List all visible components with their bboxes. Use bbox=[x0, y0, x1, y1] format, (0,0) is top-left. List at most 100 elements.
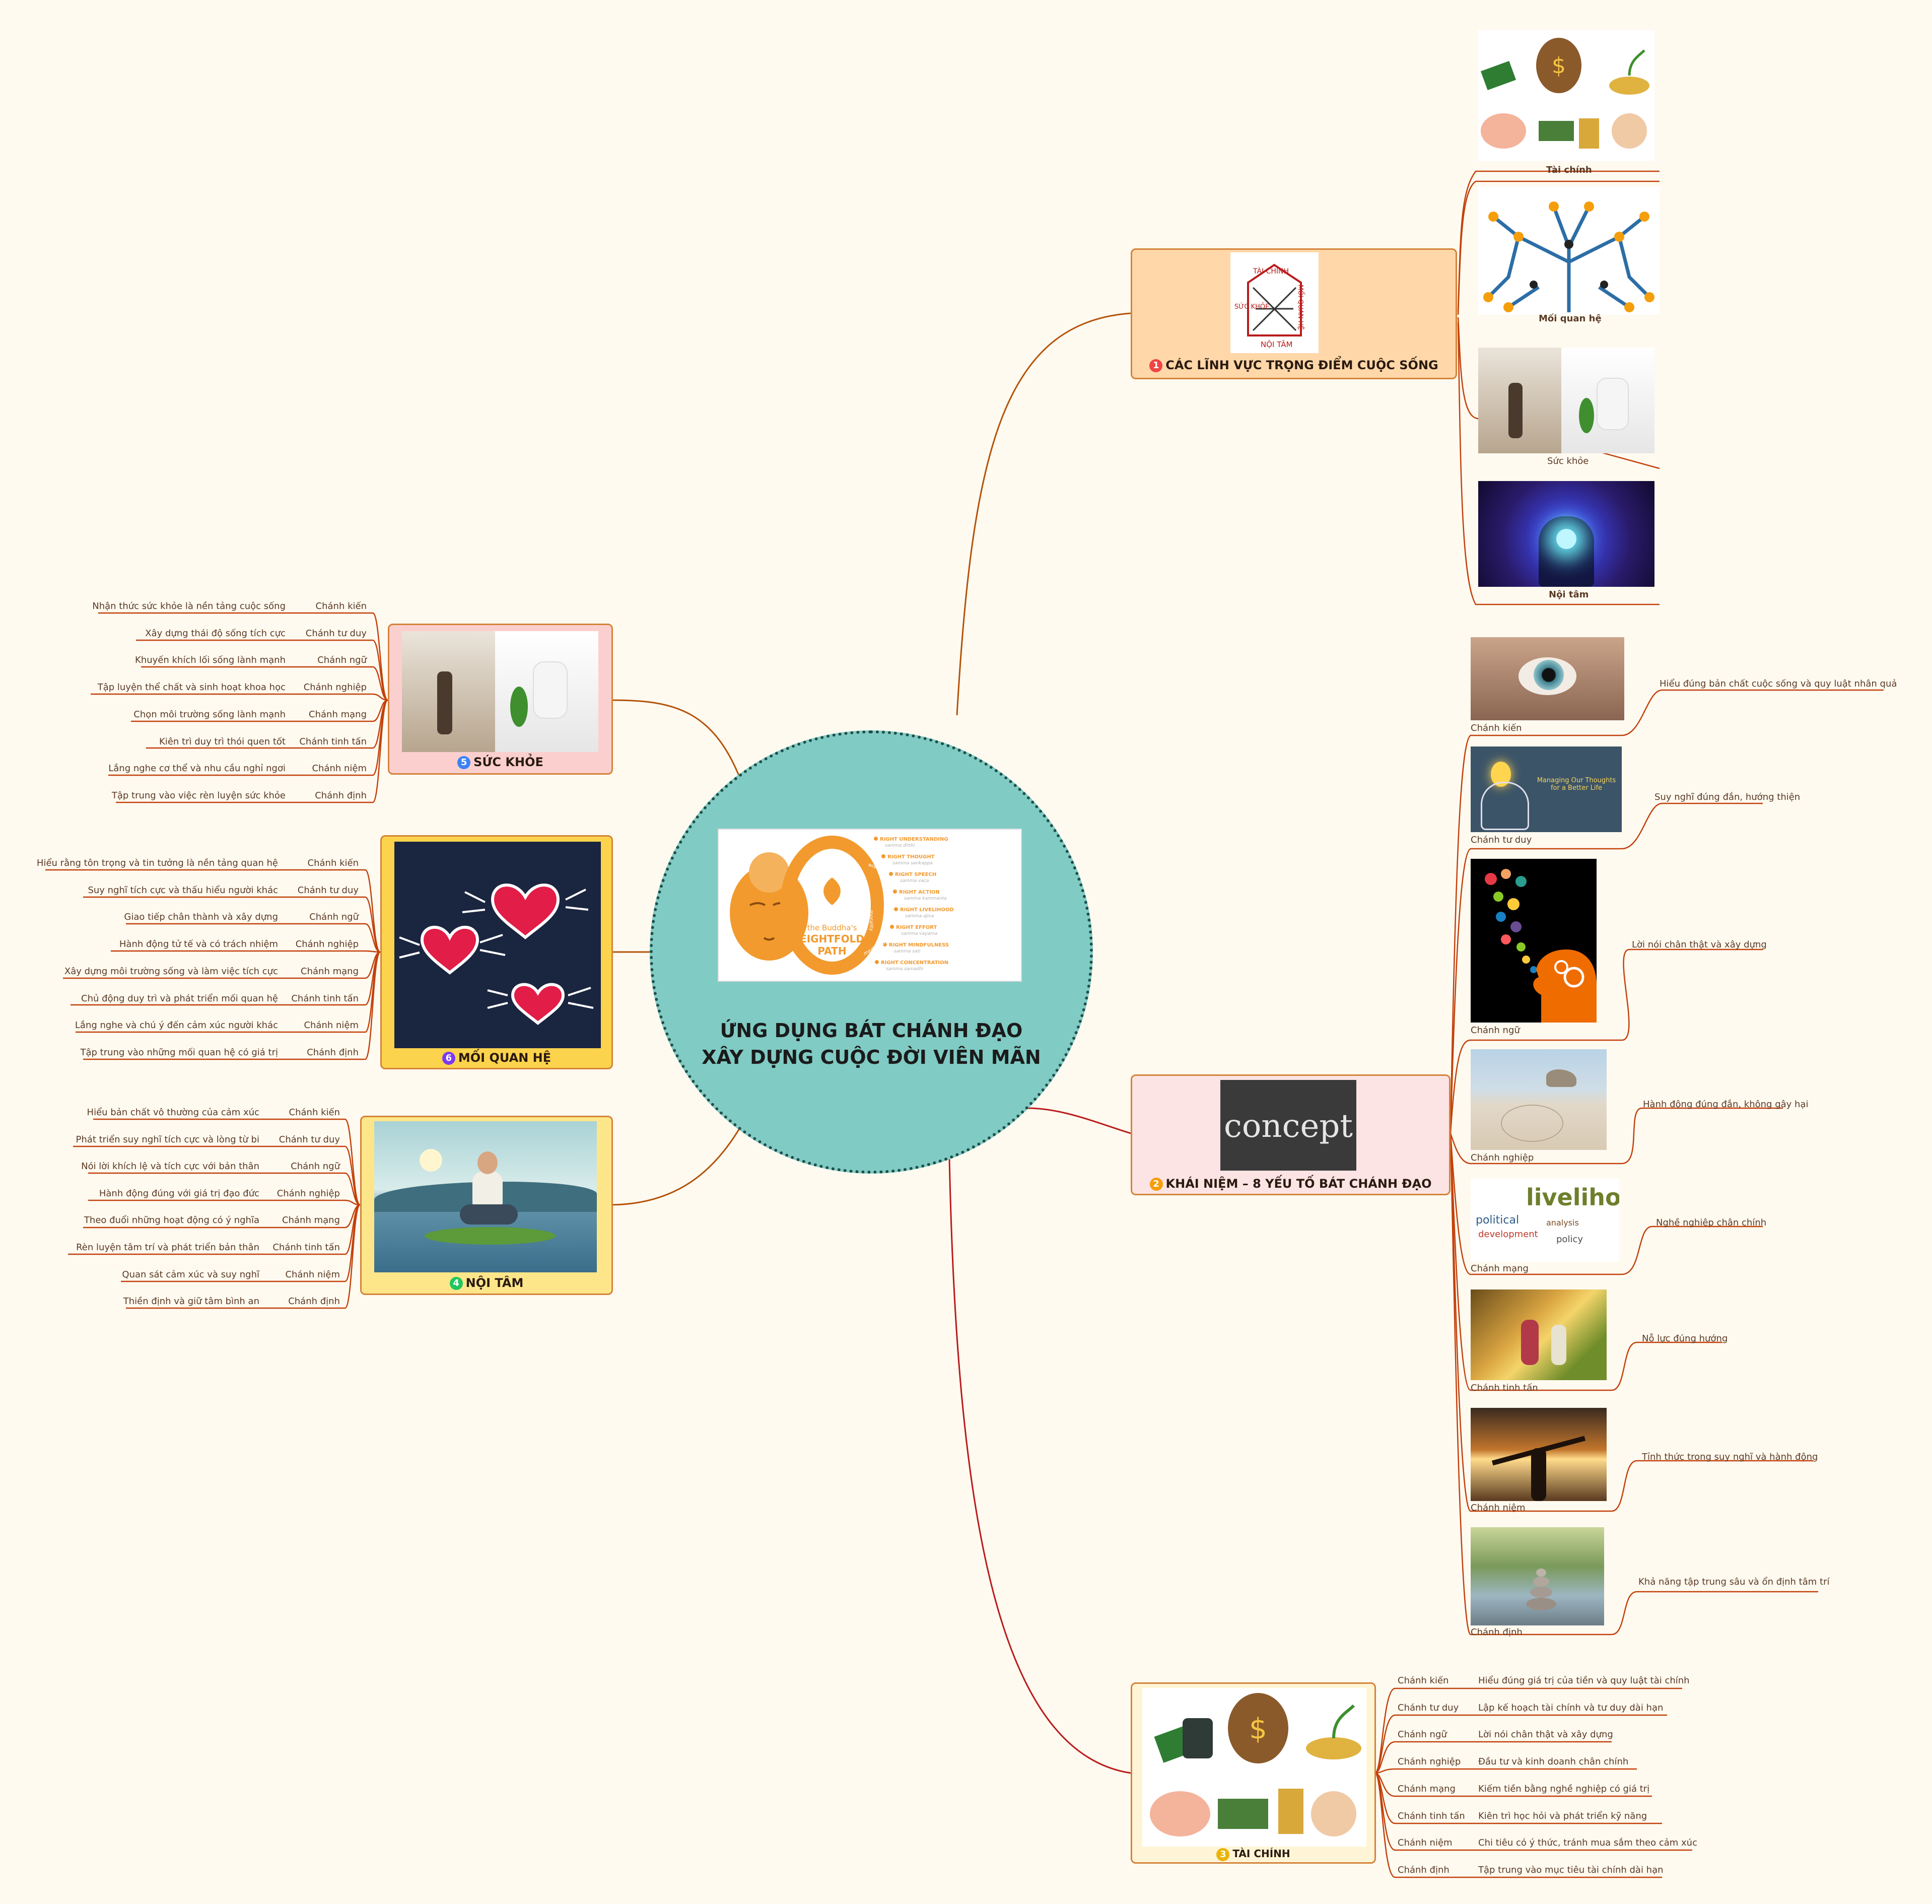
child-desc-4: Hành động đúng đắn, không gây hại bbox=[1643, 1099, 1809, 1110]
leaf-desc: Kiếm tiền bằng nghề nghiệp có giá trị bbox=[1478, 1783, 1650, 1794]
child-desc-6: Nỗ lực đúng hướng bbox=[1642, 1333, 1728, 1344]
path-label-pali: samma sankappa bbox=[892, 861, 933, 866]
leaf-desc: Kiên trì học hỏi và phát triển kỹ năng bbox=[1478, 1810, 1647, 1821]
link-t2-child8 bbox=[1450, 1133, 1818, 1636]
brand-line3: PATH bbox=[817, 945, 846, 957]
hearts-image bbox=[394, 842, 601, 1048]
leaf-desc: Lắng nghe cơ thể và nhu cầu nghỉ ngơi bbox=[108, 763, 286, 774]
mindfulness-sunset-image bbox=[1471, 1408, 1607, 1501]
child-name-8: Chánh định bbox=[1471, 1627, 1523, 1638]
leaf-name: Chánh mạng bbox=[309, 709, 367, 720]
leaf-desc: Thiền định và giữ tâm bình an bbox=[123, 1296, 259, 1307]
central-title-line1: ỨNG DỤNG BÁT CHÁNH ĐẠO bbox=[720, 1019, 1023, 1042]
leaf-name: Chánh tinh tấn bbox=[272, 1242, 340, 1253]
leaf-desc: Hiểu bản chất vô thường của cảm xúc bbox=[87, 1107, 259, 1118]
child-desc-1: Hiểu đúng bản chất cuộc sống và quy luật… bbox=[1660, 678, 1897, 689]
leaf-name: Chánh tư duy bbox=[279, 1134, 340, 1145]
leaf-name: Chánh định bbox=[1398, 1864, 1450, 1875]
leaf-desc: Tập trung vào mục tiêu tài chính dài hạn bbox=[1478, 1864, 1664, 1875]
heart-icon bbox=[462, 883, 589, 939]
link-topic2 bbox=[1027, 1107, 1131, 1134]
link-t2-child3 bbox=[1450, 948, 1763, 1134]
path-dot bbox=[894, 907, 898, 911]
house-label-finance: TÀI CHÍNH bbox=[1253, 267, 1289, 276]
eye-image bbox=[1471, 637, 1624, 720]
child-name-2: Chánh tư duy bbox=[1471, 835, 1532, 845]
leaf-name: Chánh tư duy bbox=[305, 628, 367, 639]
inner-self-image bbox=[1478, 481, 1654, 587]
link-t2-child2 bbox=[1450, 802, 1763, 1134]
link-t2-child5 bbox=[1450, 1133, 1763, 1275]
leaf-name: Chánh tinh tấn bbox=[291, 993, 359, 1004]
leaf-desc: Giao tiếp chân thành và xây dựng bbox=[124, 912, 278, 923]
leaf-name: Chánh định bbox=[315, 790, 367, 801]
link-t1-child4 bbox=[1457, 322, 1660, 605]
brand-line1: the Buddha's bbox=[807, 923, 857, 932]
path-dot bbox=[890, 925, 894, 929]
leaf-name: Chánh mạng bbox=[1398, 1783, 1456, 1794]
leaf-name: Chánh định bbox=[288, 1296, 340, 1307]
leaf-name: Chánh kiến bbox=[307, 858, 359, 868]
concept-word: concept bbox=[1224, 1108, 1353, 1145]
leaf-name: Chánh niệm bbox=[312, 763, 367, 774]
link-topic4 bbox=[611, 1118, 746, 1206]
leaf-name: Chánh niệm bbox=[285, 1269, 340, 1280]
leaf-desc: Tập trung vào việc rèn luyện sức khỏe bbox=[111, 790, 286, 801]
finance-collage-image: $ bbox=[1478, 30, 1654, 161]
link-topic1 bbox=[956, 312, 1131, 716]
path-label-en: RIGHT ACTION bbox=[899, 890, 940, 895]
leaf-name: Chánh nghiệp bbox=[1398, 1756, 1461, 1767]
leaf-desc: Theo đuổi những hoạt động có ý nghĩa bbox=[84, 1215, 259, 1226]
link-t2-child6 bbox=[1450, 1133, 1722, 1391]
relations-tree-image bbox=[1478, 186, 1660, 315]
path-label-pali: samma vaca bbox=[900, 878, 929, 883]
link-topic3 bbox=[948, 1158, 1131, 1774]
child-label-finance: Tài chính bbox=[1546, 165, 1592, 175]
wordcloud-3: development bbox=[1478, 1229, 1538, 1240]
link-t4-branches bbox=[68, 1118, 361, 1309]
leaf-name: Chánh định bbox=[307, 1047, 359, 1058]
svg-text:$: $ bbox=[1552, 53, 1566, 79]
wordcloud-2: political bbox=[1476, 1214, 1520, 1227]
leaf-desc: Xây dựng thái độ sống tích cực bbox=[145, 628, 286, 639]
leaf-desc: Xây dựng môi trường sống và làm việc tíc… bbox=[64, 966, 278, 977]
path-dot bbox=[881, 854, 885, 858]
house-label-inner: NỘI TÂM bbox=[1261, 339, 1292, 349]
child-desc-5: Nghề nghiệp chân chính bbox=[1656, 1217, 1767, 1228]
leaf-name: Chánh ngữ bbox=[1398, 1729, 1447, 1740]
leaf-desc: Lắng nghe và chú ý đến cảm xúc người khá… bbox=[75, 1020, 278, 1031]
leaf-name: Chánh tinh tấn bbox=[1398, 1810, 1465, 1821]
child-name-3: Chánh ngữ bbox=[1471, 1025, 1520, 1036]
leaf-desc: Hiểu rằng tôn trọng và tin tưởng là nền … bbox=[36, 858, 278, 868]
leaf-name: Chánh kiến bbox=[315, 601, 367, 611]
svg-text:$: $ bbox=[1249, 1713, 1267, 1745]
wordcloud-main: livelihoods bbox=[1526, 1184, 1619, 1211]
central-title: ỨNG DỤNG BÁT CHÁNH ĐẠO XÂY DỰNG CUỘC ĐỜI… bbox=[670, 1017, 1073, 1071]
path-label-en: RIGHT SPEECH bbox=[895, 872, 936, 877]
path-label-pali: samma ajiva bbox=[905, 914, 934, 919]
link-t5-branches bbox=[91, 612, 389, 803]
link-t6-branches bbox=[45, 869, 381, 1060]
path-label-en: RIGHT LIVELIHOOD bbox=[900, 907, 954, 913]
child-name-7: Chánh niệm bbox=[1471, 1503, 1526, 1513]
topic-life-areas[interactable]: TÀI CHÍNH MỐI QUAN HỆ SỨC KHỎE NỘI TÂM 1… bbox=[1131, 248, 1457, 379]
leaf-desc: Hành động đúng với giá trị đạo đức bbox=[99, 1188, 259, 1199]
central-title-line2: XÂY DỰNG CUỘC ĐỜI VIÊN MÃN bbox=[702, 1046, 1041, 1069]
child-desc-3: Lời nói chân thật và xây dựng bbox=[1632, 939, 1767, 950]
leaf-desc: Chi tiêu có ý thức, tránh mua sắm theo c… bbox=[1478, 1838, 1697, 1849]
leaf-name: Chánh niệm bbox=[304, 1020, 359, 1031]
leaf-name: Chánh ngữ bbox=[317, 655, 367, 666]
path-label-en: RIGHT CONCENTRATION bbox=[881, 960, 948, 966]
meditation-image bbox=[374, 1121, 597, 1272]
link-topic5 bbox=[611, 699, 744, 786]
child-name-1: Chánh kiến bbox=[1471, 723, 1522, 733]
health-image bbox=[1478, 348, 1654, 453]
